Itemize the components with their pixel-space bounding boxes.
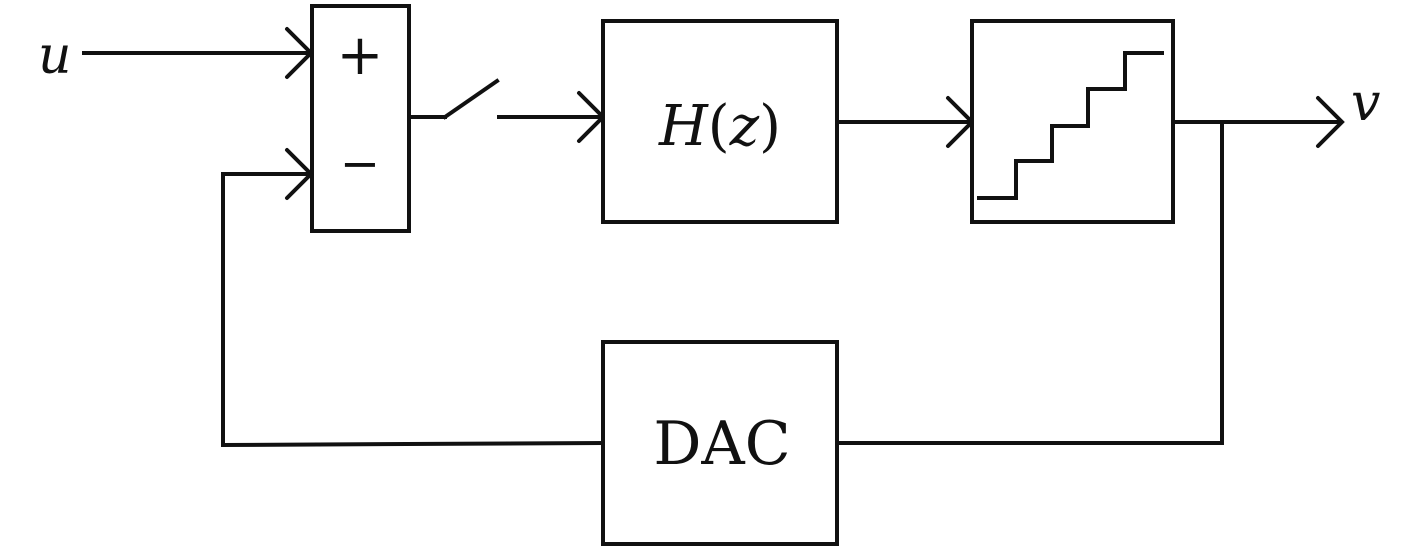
sampling-switch xyxy=(442,78,500,120)
staircase-icon xyxy=(977,51,1164,200)
output-label-v: v xyxy=(1351,73,1380,133)
output-arrowhead xyxy=(1316,96,1345,148)
minus-sign: − xyxy=(340,136,380,192)
filter-block xyxy=(601,19,839,224)
dac-label: DAC xyxy=(653,409,790,479)
dac-block xyxy=(601,340,839,546)
dac-to-junction-wire xyxy=(221,172,606,448)
plus-sign: + xyxy=(337,23,384,88)
feedback-arrowhead xyxy=(285,148,314,200)
filter-label: H(z) xyxy=(658,94,781,159)
input-label-u: u xyxy=(38,26,72,86)
